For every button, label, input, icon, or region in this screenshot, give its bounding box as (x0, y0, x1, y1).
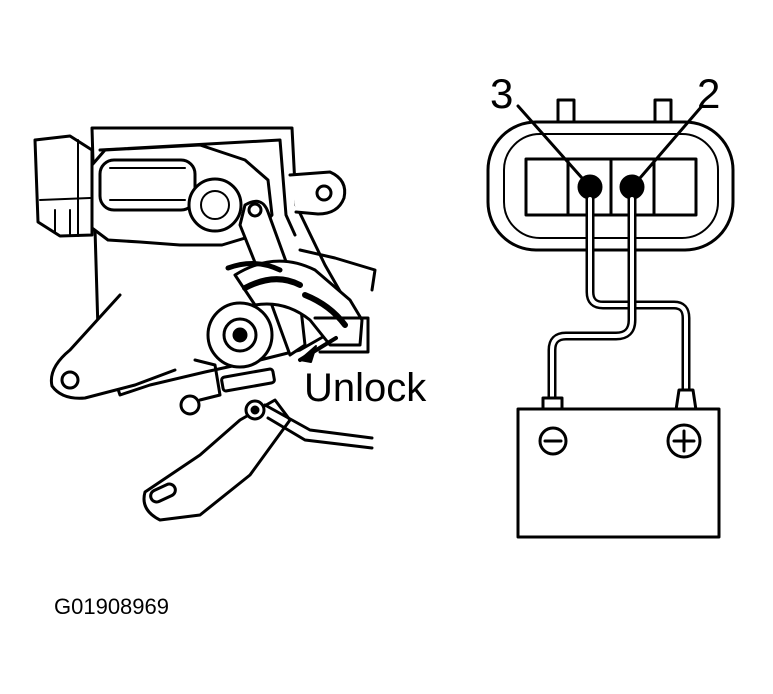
door-lock-actuator-drawing (33, 126, 377, 522)
unlock-label: Unlock (304, 366, 427, 410)
motor-cylinder (98, 158, 197, 212)
battery-positive-symbol (666, 423, 702, 459)
linkage-rod (263, 403, 374, 440)
battery-post-positive (674, 388, 698, 412)
pin-2-leader (638, 104, 704, 180)
battery-body (516, 407, 721, 539)
figure-code: G01908969 (54, 594, 169, 619)
battery-post-negative (541, 396, 564, 412)
connector-body-inner (503, 133, 719, 239)
lower-linkage-bracket (142, 398, 292, 522)
actuator-rod (220, 367, 276, 393)
actuator-connector-block (33, 134, 94, 238)
left-arm-hole (60, 370, 80, 390)
battery-negative-symbol (538, 426, 568, 456)
pin-label-2: 2 (697, 70, 720, 117)
left-lower-arm (49, 293, 177, 400)
pin-label-3: 3 (490, 70, 513, 117)
right-bracket (298, 248, 377, 292)
pin-3-leader (516, 104, 584, 180)
connector-wiring-drawing (486, 98, 735, 539)
